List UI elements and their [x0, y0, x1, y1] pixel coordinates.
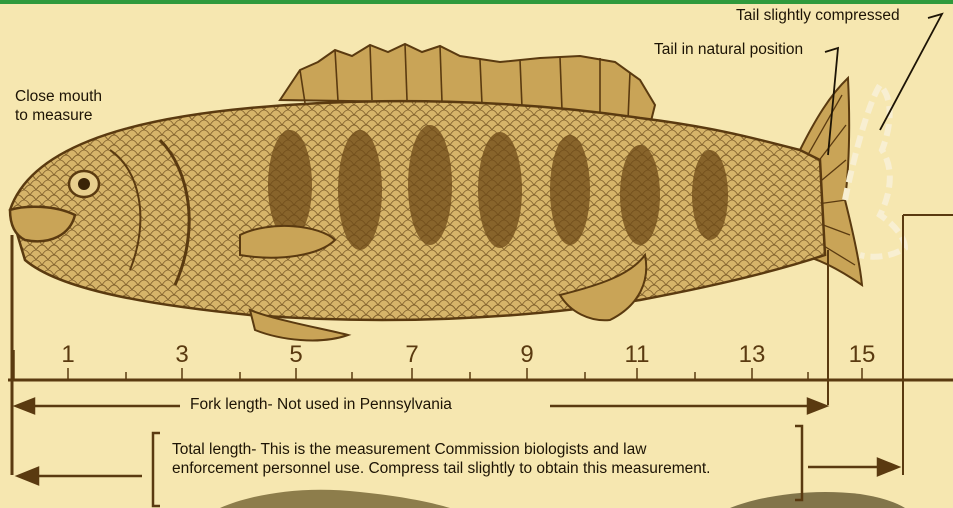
label-tail-natural: Tail in natural position: [654, 40, 803, 59]
ruler-ticks: [14, 350, 862, 380]
ruler-number: 11: [625, 341, 650, 368]
label-close-mouth-line2: to measure: [15, 106, 102, 125]
label-tail-compressed: Tail slightly compressed: [736, 6, 900, 25]
ruler-numbers: 1 3 5 7 9 11 13 15: [61, 341, 875, 368]
label-close-mouth: Close mouth to measure: [15, 87, 102, 125]
ruler-number: 13: [739, 341, 766, 368]
label-total-length: Total length- This is the measurement Co…: [172, 440, 710, 478]
fish-illustration: [0, 44, 905, 508]
ruler-number: 9: [520, 341, 533, 368]
ruler-number: 1: [61, 341, 74, 368]
label-fork-length: Fork length- Not used in Pennsylvania: [190, 395, 452, 414]
ruler-number: 7: [405, 341, 418, 368]
ruler-number: 5: [289, 341, 302, 368]
label-total-length-line1: Total length- This is the measurement Co…: [172, 440, 710, 459]
ruler-number: 15: [849, 341, 876, 368]
label-close-mouth-line1: Close mouth: [15, 87, 102, 106]
fish-bottom-partial-right: [730, 492, 905, 508]
fish-bottom-partial-left: [220, 490, 450, 508]
ruler-number: 3: [175, 341, 188, 368]
label-total-length-line2: enforcement personnel use. Compress tail…: [172, 459, 710, 478]
top-border: [0, 0, 953, 4]
tail-compressed-outline: [845, 85, 905, 257]
